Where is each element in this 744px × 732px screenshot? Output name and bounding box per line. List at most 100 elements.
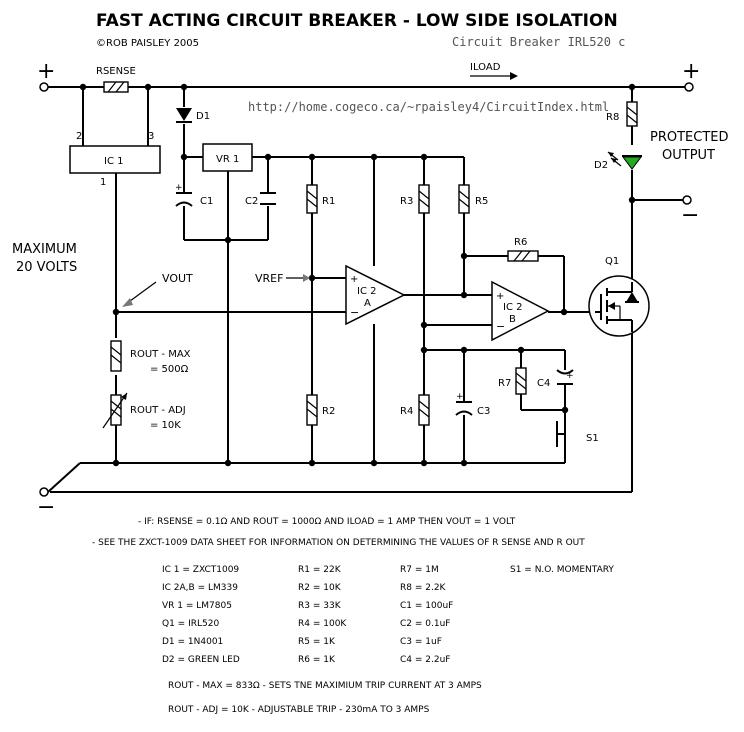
c1-capacitor: + C1 (175, 183, 213, 207)
output-label: OUTPUT (662, 148, 715, 163)
svg-text:R2: R2 (322, 406, 335, 417)
svg-text:+: + (175, 183, 183, 193)
part-entry: R7 = 1M (400, 565, 439, 575)
svg-text:IC 2: IC 2 (503, 302, 522, 313)
svg-text:A: A (364, 298, 371, 309)
r8-resistor: R8 (606, 101, 638, 127)
part-entry: C1 = 100uF (400, 601, 453, 611)
part-entry: R2 = 10K (298, 583, 342, 593)
footer-note-2: ROUT - ADJ = 10K - ADJUSTABLE TRIP - 230… (168, 705, 430, 715)
vout-label: VOUT (162, 272, 193, 285)
vref-label: VREF (255, 272, 283, 285)
svg-text:B: B (509, 314, 516, 325)
svg-text:−: − (350, 306, 359, 319)
r4-resistor: R4 (400, 394, 430, 426)
svg-text:−: − (496, 320, 505, 333)
svg-text:R6: R6 (514, 237, 527, 248)
part-entry: R5 = 1K (298, 637, 336, 647)
iload-arrow: ILOAD (470, 62, 518, 80)
ic2a-comparator: + − IC 2 A (345, 264, 406, 326)
part-entry: IC 2A,B = LM339 (162, 583, 238, 593)
svg-text:+: + (37, 59, 55, 84)
part-entry: R8 = 2.2K (400, 583, 447, 593)
svg-text:ROUT - MAX: ROUT - MAX (130, 349, 191, 360)
svg-text:+: + (566, 371, 574, 381)
svg-text:+: + (496, 291, 504, 302)
part-entry: R6 = 1K (298, 655, 336, 665)
parts-column-3: R7 = 1M R8 = 2.2K C1 = 100uF C2 = 0.1uF … (400, 565, 453, 665)
rsense-resistor: RSENSE (96, 66, 136, 93)
svg-text:= 10K: = 10K (150, 420, 181, 431)
svg-text:= 500Ω: = 500Ω (150, 364, 189, 375)
svg-text:R4: R4 (400, 406, 413, 417)
parts-column-4: S1 = N.O. MOMENTARY (510, 565, 614, 575)
svg-text:2: 2 (76, 131, 82, 142)
part-entry: IC 1 = ZXCT1009 (162, 565, 239, 575)
svg-text:D1: D1 (196, 111, 210, 122)
parts-column-1: IC 1 = ZXCT1009 IC 2A,B = LM339 VR 1 = L… (162, 565, 240, 665)
r1-resistor: R1 (306, 184, 335, 214)
svg-text:S1: S1 (586, 433, 599, 444)
part-entry: VR 1 = LM7805 (162, 601, 232, 611)
rout-max-resistor: ROUT - MAX = 500Ω (110, 340, 191, 375)
part-entry: R1 = 22K (298, 565, 342, 575)
d1-diode: D1 (176, 108, 210, 123)
note-line-1: - IF: RSENSE = 0.1Ω AND ROUT = 1000Ω AND… (138, 517, 516, 527)
svg-text:3: 3 (148, 131, 154, 142)
svg-text:1: 1 (100, 177, 106, 188)
protected-label: PROTECTED (650, 130, 729, 145)
svg-text:C1: C1 (200, 196, 213, 207)
vref-indicator: VREF (255, 272, 310, 285)
footer-note-1: ROUT - MAX = 833Ω - SETS TNE MAXIMIUM TR… (168, 681, 482, 691)
svg-text:C2: C2 (245, 196, 258, 207)
d2-led: D2 (594, 151, 642, 171)
part-entry: C2 = 0.1uF (400, 619, 450, 629)
r3-resistor: R3 (400, 184, 430, 214)
svg-text:C3: C3 (477, 406, 490, 417)
junction-dots (79, 83, 636, 467)
parts-column-2: R1 = 22K R2 = 10K R3 = 33K R4 = 100K R5 … (298, 565, 347, 665)
c2-capacitor: C2 (245, 192, 276, 207)
svg-text:+: + (350, 274, 358, 285)
part-entry: D2 = GREEN LED (162, 655, 240, 665)
page-title: FAST ACTING CIRCUIT BREAKER - LOW SIDE I… (96, 11, 618, 31)
copyright-text: ©ROB PAISLEY 2005 (96, 38, 199, 49)
max-voltage-line1: MAXIMUM (12, 242, 77, 257)
svg-text:R7: R7 (498, 378, 511, 389)
c4-capacitor: + C4 (537, 369, 574, 389)
r6-resistor: R6 (507, 237, 539, 262)
iload-label: ILOAD (470, 62, 501, 73)
vout-indicator: VOUT (122, 272, 193, 307)
svg-text:R1: R1 (322, 196, 335, 207)
terminal-plus-input: + (37, 59, 55, 92)
part-entry: Q1 = IRL520 (162, 619, 219, 629)
part-entry: C4 = 2.2uF (400, 655, 450, 665)
s1-switch: S1 (556, 420, 599, 447)
svg-text:D2: D2 (594, 160, 608, 171)
terminal-minus-input: − (37, 487, 55, 520)
ic1-sense-amplifier: IC 1 2 3 1 (69, 131, 161, 188)
svg-text:Q1: Q1 (605, 256, 619, 267)
part-entry: R3 = 33K (298, 601, 342, 611)
ic2b-comparator: + − IC 2 B (491, 280, 550, 342)
svg-text:R5: R5 (475, 196, 488, 207)
svg-text:ROUT - ADJ: ROUT - ADJ (130, 405, 186, 416)
part-entry: S1 = N.O. MOMENTARY (510, 565, 614, 575)
svg-text:IC 1: IC 1 (104, 156, 123, 167)
r7-resistor: R7 (498, 367, 527, 395)
terminal-minus-output: − (681, 195, 699, 228)
svg-text:+: + (456, 392, 464, 402)
svg-text:VR 1: VR 1 (216, 154, 239, 165)
c3-capacitor: + C3 (455, 392, 490, 417)
r2-resistor: R2 (306, 394, 335, 426)
max-voltage-line2: 20 VOLTS (16, 260, 77, 275)
vr1-regulator: VR 1 (202, 143, 253, 172)
part-entry: D1 = 1N4001 (162, 637, 223, 647)
svg-text:R3: R3 (400, 196, 413, 207)
note-line-2: - SEE THE ZXCT-1009 DATA SHEET FOR INFOR… (92, 538, 585, 548)
url-text: http://home.cogeco.ca/~rpaisley4/Circuit… (248, 100, 609, 114)
svg-text:R8: R8 (606, 112, 619, 123)
svg-text:−: − (681, 203, 699, 228)
